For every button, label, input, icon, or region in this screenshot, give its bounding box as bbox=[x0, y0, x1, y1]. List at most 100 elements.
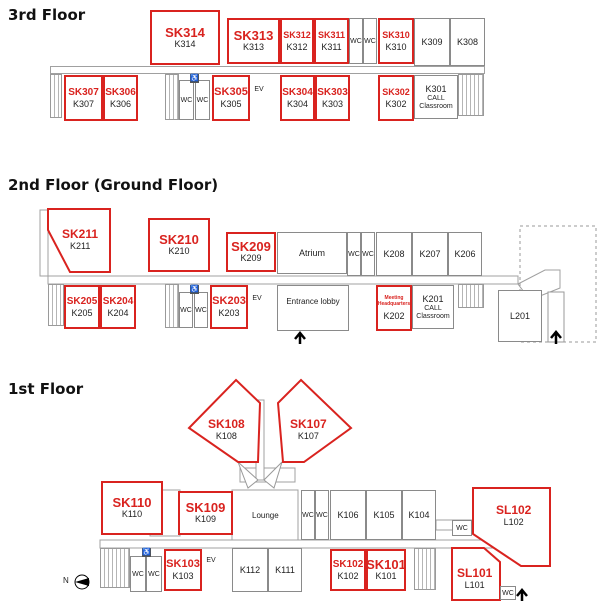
room-k112[interactable]: K112 bbox=[232, 548, 268, 592]
room-label: K102 bbox=[337, 571, 359, 581]
room-sk101[interactable]: SK101 K101 bbox=[366, 549, 406, 591]
room-label: K209 bbox=[240, 253, 262, 263]
room-sub: Classroom bbox=[419, 102, 453, 110]
room-code: SK303 bbox=[317, 87, 348, 98]
accessibility-icon: ♿ bbox=[190, 285, 199, 294]
room-k202[interactable]: Meeting Headquarters K202 bbox=[376, 285, 412, 331]
stairs-2f-left bbox=[48, 284, 64, 326]
stairs-2f-right bbox=[458, 284, 484, 308]
room-sk102[interactable]: SK102 K102 bbox=[330, 549, 366, 591]
room-code: SK210 bbox=[159, 232, 199, 247]
room-sk303[interactable]: SK303 K303 bbox=[315, 75, 350, 121]
room-k105[interactable]: K105 bbox=[366, 490, 402, 540]
area-atrium: Atrium bbox=[277, 232, 347, 274]
room-k309[interactable]: K309 bbox=[414, 18, 450, 66]
room-k208[interactable]: K208 bbox=[376, 232, 412, 276]
room-sk312[interactable]: SK312 K312 bbox=[280, 18, 314, 64]
room-label: K211 bbox=[70, 241, 91, 251]
room-sk210[interactable]: SK210 K210 bbox=[148, 218, 210, 272]
wc-2f-b: WC bbox=[361, 232, 375, 276]
l101-arrow bbox=[516, 588, 528, 601]
room-l201[interactable]: L201 bbox=[498, 290, 542, 342]
room-label: K202 bbox=[383, 310, 405, 321]
wc-2f-d: WC bbox=[194, 292, 208, 328]
room-code: SK307 bbox=[68, 87, 99, 98]
room-code: SK101 bbox=[366, 557, 406, 572]
floor-title-1st: 1st Floor bbox=[8, 380, 84, 398]
room-k207[interactable]: K207 bbox=[412, 232, 448, 276]
room-label: K308 bbox=[456, 36, 479, 47]
room-label: L101 bbox=[464, 580, 485, 590]
room-sk204[interactable]: SK204 K204 bbox=[100, 285, 136, 329]
room-k104[interactable]: K104 bbox=[402, 490, 436, 540]
room-code: SK109 bbox=[185, 500, 226, 515]
room-k301[interactable]: K301 CALL Classroom bbox=[414, 75, 458, 119]
room-sk109[interactable]: SK109 K109 bbox=[178, 491, 233, 535]
stairs-3f-right bbox=[458, 74, 484, 116]
room-sub: CALL bbox=[424, 304, 442, 312]
room-label: K105 bbox=[373, 509, 395, 520]
room-label: K112 bbox=[239, 564, 261, 575]
room-k201[interactable]: K201 CALL Classroom bbox=[412, 285, 454, 329]
room-code: SK312 bbox=[283, 30, 311, 40]
room-k206[interactable]: K206 bbox=[448, 232, 482, 276]
wc-2f-a: WC bbox=[347, 232, 361, 276]
room-sk302[interactable]: SK302 K302 bbox=[378, 75, 414, 121]
room-sk103[interactable]: SK103 K103 bbox=[164, 549, 202, 591]
room-code: SK313 bbox=[233, 28, 274, 43]
sk211-text: SK211 K211 bbox=[62, 228, 98, 252]
room-sk314[interactable]: SK314 K314 bbox=[150, 10, 220, 65]
room-k111[interactable]: K111 bbox=[268, 548, 302, 592]
room-k308[interactable]: K308 bbox=[450, 18, 485, 66]
room-code: SK211 bbox=[62, 227, 99, 241]
elevator-3f: EV bbox=[251, 80, 267, 98]
room-sk311[interactable]: SK311 K311 bbox=[314, 18, 349, 64]
room-label: K304 bbox=[286, 99, 309, 109]
room-code: SK310 bbox=[382, 30, 410, 40]
floor-title-2nd: 2nd Floor (Ground Floor) bbox=[8, 176, 219, 194]
room-sk304[interactable]: SK304 K304 bbox=[280, 75, 315, 121]
room-label: K203 bbox=[218, 308, 240, 318]
room-code: SK108 bbox=[208, 417, 245, 431]
floor-title-3rd: 3rd Floor bbox=[8, 6, 86, 24]
room-code: SK205 bbox=[66, 296, 98, 307]
room-label: K314 bbox=[174, 38, 196, 49]
wc-1f-b: WC bbox=[315, 490, 329, 540]
lounge-label: Lounge bbox=[252, 511, 279, 520]
room-sk313[interactable]: SK313 K313 bbox=[227, 18, 280, 64]
room-code: Meeting bbox=[384, 294, 404, 301]
room-label: K313 bbox=[242, 42, 265, 52]
room-code: SK110 bbox=[112, 495, 152, 510]
room-sk307[interactable]: SK307 K307 bbox=[64, 75, 103, 121]
room-code: Headquarters bbox=[377, 300, 411, 307]
room-label: L102 bbox=[503, 517, 524, 527]
room-label: K306 bbox=[109, 99, 132, 109]
room-sub: Classroom bbox=[416, 312, 450, 320]
room-code: SK203 bbox=[212, 295, 246, 307]
room-sk310[interactable]: SK310 K310 bbox=[378, 18, 414, 64]
elevator-1f: EV bbox=[203, 552, 219, 568]
area-entrance-lobby: Entrance lobby bbox=[277, 285, 349, 331]
room-code: SK311 bbox=[317, 30, 346, 40]
room-label: K103 bbox=[172, 571, 194, 581]
room-sk110[interactable]: SK110 K110 bbox=[101, 481, 163, 535]
room-sk209[interactable]: SK209 K209 bbox=[226, 232, 276, 272]
wc-3f-c: WC bbox=[179, 80, 194, 120]
north-label: N bbox=[63, 576, 69, 585]
room-label: K111 bbox=[275, 564, 295, 575]
room-label: K302 bbox=[385, 99, 407, 109]
room-sk205[interactable]: SK205 K205 bbox=[64, 285, 100, 329]
room-code: SK107 bbox=[290, 417, 327, 431]
room-label: K101 bbox=[375, 571, 397, 581]
wc-3f-a: WC bbox=[349, 18, 363, 64]
room-code: SK102 bbox=[332, 559, 364, 570]
room-label: K207 bbox=[419, 248, 441, 259]
room-k106[interactable]: K106 bbox=[330, 490, 366, 540]
room-label: K303 bbox=[321, 99, 344, 109]
room-label: K204 bbox=[107, 308, 129, 318]
room-sk305[interactable]: SK305 K305 bbox=[212, 75, 250, 121]
entrance-arrow bbox=[294, 331, 306, 344]
corridor-3f bbox=[50, 66, 485, 74]
room-sk203[interactable]: SK203 K203 bbox=[210, 285, 248, 329]
room-sk306[interactable]: SK306 K306 bbox=[103, 75, 138, 121]
